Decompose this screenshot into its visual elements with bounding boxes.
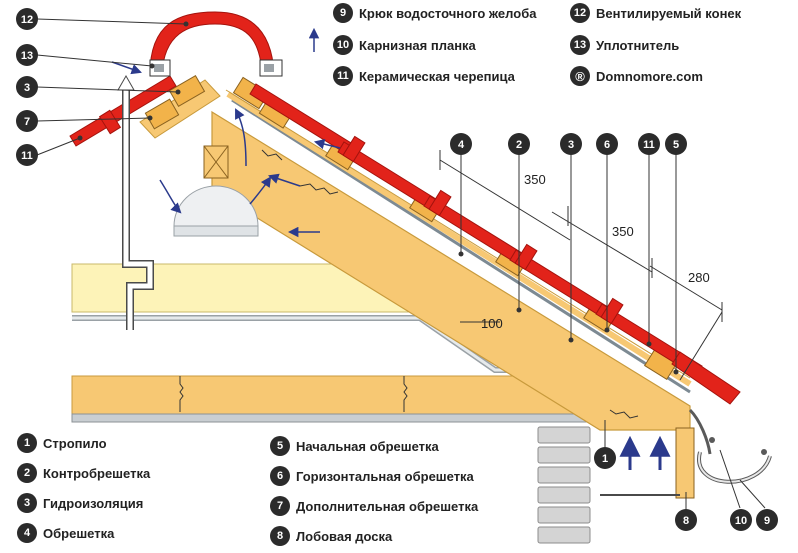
legend-label: Лобовая доска (296, 528, 393, 544)
legend-badge: 12 (570, 3, 590, 23)
legend-item-3: 3 Гидроизоляция (17, 493, 143, 513)
dim-350-lower: 350 (612, 224, 634, 239)
airflow-arrows (111, 27, 671, 470)
legend-label: Вентилируемый конек (596, 5, 742, 21)
legend-item-5: 5 Начальная обрешетка (270, 436, 439, 456)
legend-item-8: 8 Лобовая доска (270, 526, 392, 546)
legend-label: Керамическая черепица (359, 68, 515, 84)
legend-badge: 3 (17, 493, 37, 513)
legend-badge: 7 (270, 496, 290, 516)
legend-item-2: 2 Контробрешетка (17, 463, 150, 483)
leader-dots (77, 21, 679, 375)
legend-badge: 6 (270, 466, 290, 486)
registered-icon: ® (570, 66, 590, 86)
legend-item-1: 1 Стропило (17, 433, 107, 453)
legend-label: Уплотнитель (596, 37, 680, 53)
callout-10: 10 (735, 515, 747, 527)
callout-badges: 12 13 3 7 11 4 2 3 6 11 5 1 8 10 9 (16, 8, 778, 531)
fascia-board (675, 427, 695, 499)
callout-13: 13 (21, 50, 33, 62)
callout-11-left: 11 (21, 150, 33, 162)
callout-11-right: 11 (643, 139, 655, 151)
legend-label: Начальная обрешетка (296, 438, 439, 454)
dimension-lines (439, 150, 723, 381)
legend-item-7: 7 Дополнительная обрешетка (270, 496, 478, 516)
callout-8: 8 (683, 515, 689, 527)
dim-100: 100 (481, 316, 503, 331)
callout-4: 4 (458, 139, 465, 151)
callout-6: 6 (604, 139, 610, 151)
callout-1: 1 (602, 453, 608, 465)
legend-label: Обрешетка (43, 525, 115, 541)
legend-badge: 5 (270, 436, 290, 456)
callout-5: 5 (673, 139, 679, 151)
callout-12: 12 (21, 14, 33, 26)
legend-badge: 1 (17, 433, 37, 453)
site-credit: ® Domnomore.com (570, 66, 703, 86)
callout-3-right: 3 (568, 139, 574, 151)
legend-badge: 2 (17, 463, 37, 483)
legend-badge: 4 (17, 523, 37, 543)
legend-item-6: 6 Горизонтальная обрешетка (270, 466, 474, 486)
legend-label: Дополнительная обрешетка (296, 498, 479, 514)
airflow-squiggles (179, 149, 639, 419)
additional-batten (144, 98, 180, 130)
callout-2: 2 (516, 139, 522, 151)
legend-badge: 10 (333, 35, 353, 55)
legend-item-11: 11 Керамическая черепица (333, 66, 515, 86)
ridge-batten-left (168, 75, 206, 107)
legend-label: Горизонтальная обрешетка (296, 468, 474, 484)
callout-3-left: 3 (24, 82, 30, 94)
floor-finish (71, 413, 588, 423)
legend-label: Гидроизоляция (43, 495, 144, 511)
dim-280: 280 (688, 270, 710, 285)
leader-lines (36, 18, 766, 510)
callout-7: 7 (24, 116, 30, 128)
legend-label: Стропило (43, 435, 107, 451)
legend-badge: 11 (333, 66, 353, 86)
legend-item-9: 9 Крюк водосточного желоба (333, 3, 536, 23)
legend-label: Карнизная планка (359, 37, 476, 53)
legend-badge: 9 (333, 3, 353, 23)
legend-item-4: 4 Обрешетка (17, 523, 114, 543)
legend-label: Крюк водосточного желоба (359, 5, 537, 21)
callout-9: 9 (764, 515, 770, 527)
site-label: Domnomore.com (596, 68, 703, 84)
legend-item-12: 12 Вентилируемый конек (570, 3, 741, 23)
floor-beam (71, 375, 588, 415)
brick-wall (537, 426, 591, 544)
legend-label: Контробрешетка (43, 465, 151, 481)
legend-badge: 13 (570, 35, 590, 55)
gutter-hook (688, 408, 712, 455)
legend-badge: 8 (270, 526, 290, 546)
legend-item-13: 13 Уплотнитель (570, 35, 679, 55)
legend-item-10: 10 Карнизная планка (333, 35, 476, 55)
dim-350-upper: 350 (524, 172, 546, 187)
